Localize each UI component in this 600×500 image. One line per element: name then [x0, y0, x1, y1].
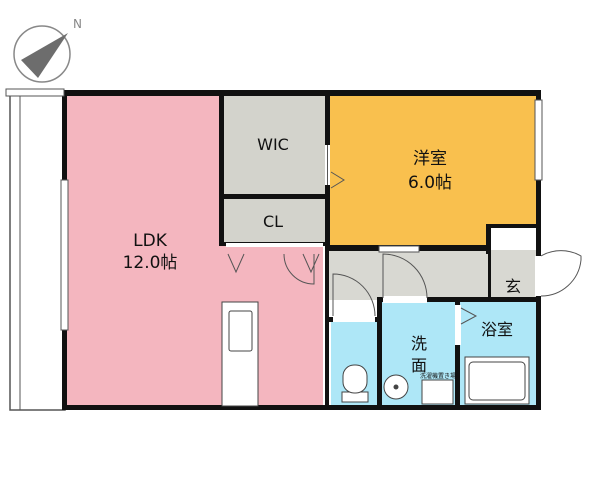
washroom-label-line2: 面	[411, 356, 427, 375]
doors	[226, 145, 582, 345]
washer-space-label: 洗濯機置き場	[420, 372, 456, 380]
balcony-area	[9, 91, 66, 411]
room-labels: LDK 12.0帖 WIC CL 洋室 6.0帖 玄 洗 面 浴室 洗濯機置き場	[123, 135, 521, 380]
window-western	[534, 99, 543, 181]
hall-step	[378, 245, 420, 253]
toilet-door-gap	[333, 316, 375, 322]
balcony	[9, 91, 66, 411]
hall-area	[329, 250, 489, 300]
wash-door-swing	[382, 253, 428, 299]
wall-wic-closet	[219, 194, 329, 199]
wall-ldk-storage	[219, 90, 224, 246]
bathtub-inner-icon	[468, 361, 526, 401]
entrance-door-gap	[535, 256, 542, 296]
wall-top	[62, 90, 541, 96]
wall-wash-bath	[455, 298, 460, 410]
shoe-closet	[489, 228, 537, 248]
wall-bottom	[62, 405, 541, 410]
wall-hall-ldk	[325, 250, 329, 410]
western-room-name-label: 洋室	[413, 149, 447, 169]
entrance-area	[489, 250, 537, 300]
ldk-name-label: LDK	[133, 231, 168, 251]
wash-door-gap	[383, 296, 427, 303]
kitchen-sink-icon	[228, 310, 253, 352]
window-ldk	[60, 179, 69, 331]
closet-label: CL	[263, 212, 283, 231]
wall-toilet-wash	[377, 298, 382, 410]
wic-label: WIC	[257, 135, 289, 154]
north-arrow-icon	[21, 33, 68, 78]
wic-room	[223, 96, 327, 194]
wic-door-mark	[330, 171, 345, 189]
windows	[5, 88, 543, 331]
entrance-label: 玄	[505, 277, 521, 296]
wall-shoe-closet-left	[486, 224, 491, 254]
wall-shoe-closet-top	[486, 224, 541, 228]
hall-door-swing	[283, 253, 315, 285]
washroom-label-line1: 洗	[411, 334, 427, 353]
ldk-size-label: 12.0帖	[123, 253, 178, 273]
ldk-door-gap	[226, 243, 323, 247]
bathroom-label: 浴室	[481, 320, 513, 339]
washer-space-icon	[421, 379, 454, 405]
wall-entrance-hall	[488, 250, 491, 300]
wash-basin-drain-icon	[393, 384, 399, 390]
bath-door-gap	[455, 305, 461, 345]
window-balcony-top	[5, 88, 65, 97]
closet-room	[223, 198, 327, 244]
closet-fold-door-left	[227, 253, 245, 274]
western-room-size-label: 6.0帖	[408, 173, 452, 193]
compass-north-label: N	[73, 17, 82, 31]
toilet-door-swing	[332, 273, 376, 317]
bath-door-mark	[460, 307, 478, 325]
compass: N	[13, 17, 82, 83]
western-room	[329, 96, 537, 246]
entrance-door-swing	[540, 250, 582, 297]
toilet-bowl-icon	[342, 364, 368, 394]
wall-right	[536, 90, 541, 410]
fixtures	[221, 301, 530, 407]
closet-fold-door-right	[302, 253, 320, 274]
